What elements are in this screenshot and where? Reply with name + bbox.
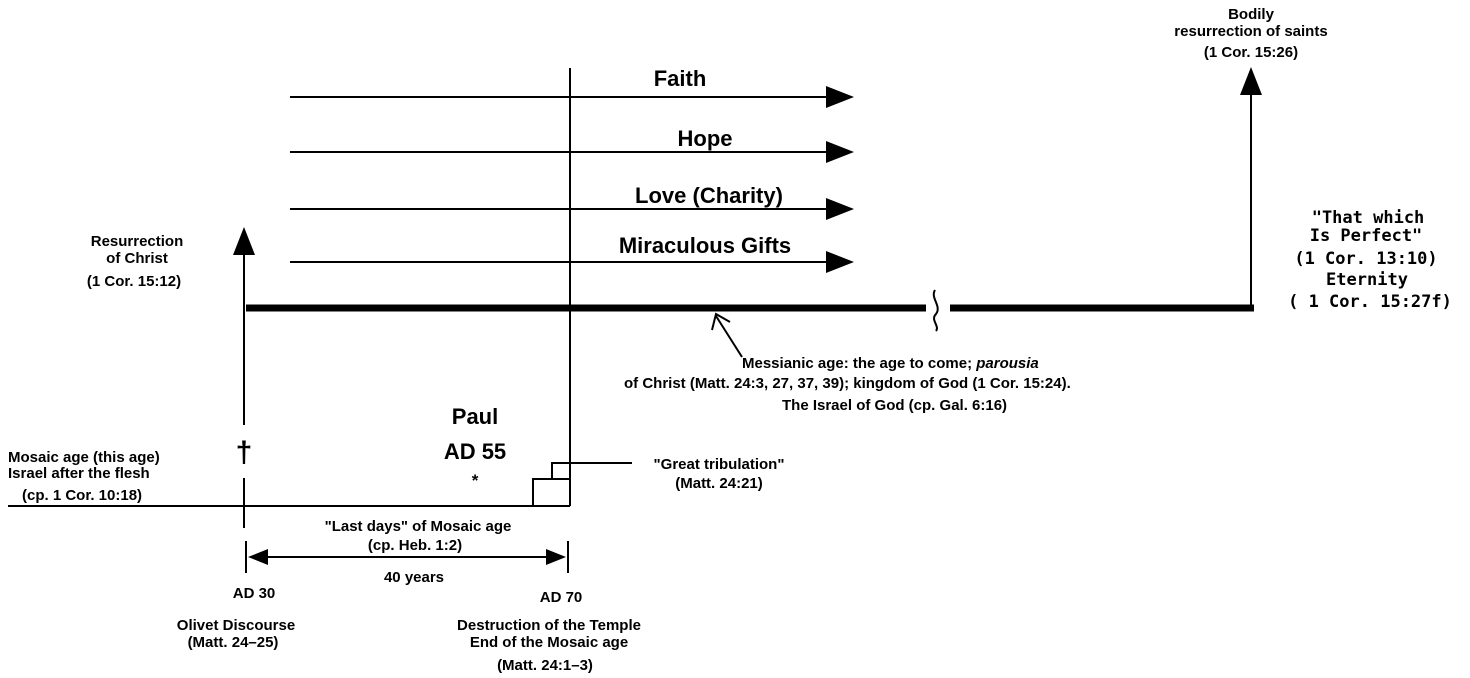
- eternity-label: Eternity: [1326, 270, 1408, 290]
- faith-label: Faith: [654, 66, 707, 91]
- ad70-date: AD 70: [540, 589, 583, 606]
- bodily-resurrection-line2: resurrection of saints: [1174, 23, 1327, 40]
- eternity-arrow: [1240, 67, 1262, 308]
- resurrection-christ-line1: Resurrection: [91, 233, 184, 250]
- forty-years-span: [245, 541, 569, 573]
- paul-mark: *: [472, 471, 479, 490]
- mosaic-line2: Israel after the flesh: [8, 465, 150, 482]
- hope-stream: Hope: [290, 126, 854, 163]
- time-break-mark: [932, 289, 939, 332]
- messianic-line2: of Christ (Matt. 24:3, 27, 37, 39); king…: [624, 375, 1071, 392]
- last-days-ref: (cp. Heb. 1:2): [368, 537, 462, 554]
- messianic-line1: Messianic age: the age to come; parousia: [742, 355, 1039, 372]
- paul-date: AD 55: [444, 439, 506, 464]
- mosaic-ref: (cp. 1 Cor. 10:18): [22, 487, 142, 504]
- tribulation-ref: (Matt. 24:21): [675, 475, 763, 492]
- faith-stream: Faith: [290, 66, 854, 108]
- resurrection-christ-line2: of Christ: [106, 250, 168, 267]
- cross-icon: †: [236, 436, 253, 469]
- paul-name: Paul: [452, 404, 498, 429]
- ad30-line1: Olivet Discourse: [177, 617, 295, 634]
- love-stream: Love (Charity): [290, 183, 854, 220]
- ad70-line2: End of the Mosaic age: [470, 634, 628, 651]
- love-label: Love (Charity): [635, 183, 783, 208]
- resurrection-christ-ref: (1 Cor. 15:12): [87, 273, 181, 290]
- last-days-label: "Last days" of Mosaic age: [325, 518, 512, 535]
- gifts-arrowhead: [826, 251, 854, 273]
- perfect-line2: Is Perfect": [1310, 226, 1423, 246]
- gifts-stream: Miraculous Gifts: [290, 233, 854, 273]
- eternity-arrowhead: [1240, 67, 1262, 95]
- hope-arrowhead: [826, 141, 854, 163]
- bodily-resurrection-ref: (1 Cor. 15:26): [1204, 44, 1298, 61]
- perfect-line1: "That which: [1312, 208, 1425, 228]
- forty-years-label: 40 years: [384, 569, 444, 586]
- bodily-resurrection-line1: Bodily: [1228, 6, 1274, 23]
- eternity-ref: ( 1 Cor. 15:27f): [1288, 292, 1452, 312]
- resurrection-arrowhead: [233, 227, 255, 255]
- resurrection-arrow: [233, 227, 255, 528]
- tribulation-steps: [532, 462, 632, 506]
- ad70-line3: (Matt. 24:1–3): [497, 657, 593, 674]
- tribulation-label: "Great tribulation": [654, 456, 785, 473]
- love-arrowhead: [826, 198, 854, 220]
- ad30-line2: (Matt. 24–25): [188, 634, 279, 651]
- messianic-line3: The Israel of God (cp. Gal. 6:16): [782, 397, 1007, 414]
- messianic-pointer: [711, 312, 743, 358]
- gifts-label: Miraculous Gifts: [619, 233, 791, 258]
- ad30-date: AD 30: [233, 585, 276, 602]
- messianic-age-line: [246, 289, 1254, 332]
- hope-label: Hope: [678, 126, 733, 151]
- mosaic-line1: Mosaic age (this age): [8, 449, 160, 466]
- faith-arrowhead: [826, 86, 854, 108]
- ad70-line1: Destruction of the Temple: [457, 617, 641, 634]
- perfect-ref: (1 Cor. 13:10): [1294, 249, 1437, 269]
